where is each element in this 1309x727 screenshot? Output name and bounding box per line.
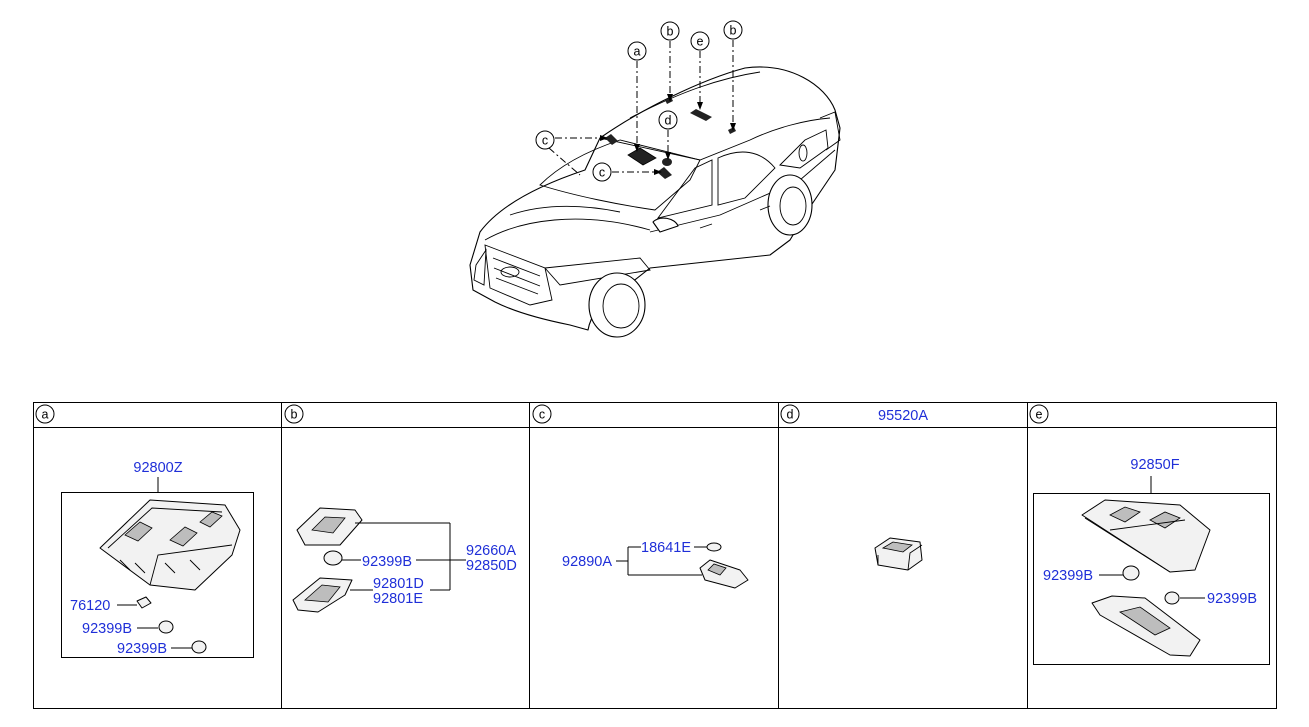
car-part-markers [605, 97, 736, 179]
panel-d-part-95520A: 95520A [878, 408, 928, 424]
panel-d-header: d 95520A [780, 404, 928, 424]
parts-table [33, 402, 1277, 709]
panel-b-content: 92399B 92660A 92850D 92801D 92801E [292, 507, 517, 613]
callout-leaders [548, 40, 734, 176]
callout-b-right: b [723, 20, 743, 40]
part-92890A: 92890A [562, 554, 612, 570]
panel-e-letter: e [1036, 408, 1043, 422]
callout-d-letter: d [665, 114, 672, 128]
part-92399B-a1: 92399B [82, 621, 132, 637]
callout-b-right-letter: b [730, 24, 737, 38]
map-lamp-drawing [699, 559, 749, 589]
part-92399B-a2: 92399B [117, 641, 167, 657]
panel-a-content: 92800Z 76120 92399B 92399B [61, 460, 254, 658]
part-92399B-e2: 92399B [1207, 591, 1257, 607]
part-76120: 76120 [70, 598, 110, 614]
part-92850F: 92850F [1130, 457, 1179, 473]
bulb-92399B-drawing-2 [191, 640, 207, 654]
callout-b-left-letter: b [667, 25, 674, 39]
panel-c-letter: c [539, 408, 545, 422]
part-92399B-b: 92399B [362, 554, 412, 570]
callout-c-bottom-letter: c [599, 166, 605, 180]
callout-c-top: c [535, 130, 555, 150]
overhead-console-drawing [99, 499, 241, 591]
panel-c-header: c [532, 404, 552, 424]
callout-c-top-letter: c [542, 134, 548, 148]
room-lamp-e-drawing [1081, 499, 1211, 573]
panel-e-header: e [1029, 404, 1049, 424]
part-92660A: 92660A [466, 543, 516, 559]
callout-e-letter: e [697, 35, 704, 49]
part-92801E: 92801E [373, 591, 423, 607]
callout-a-letter: a [634, 45, 641, 59]
callout-arrowheads [600, 94, 736, 175]
part-18641E: 18641E [641, 540, 691, 556]
bulb-92399B-e2-drawing [1164, 591, 1180, 605]
panel-e-content: 92850F 92399B 92399B [1033, 457, 1270, 665]
callout-b-left: b [660, 21, 680, 41]
panel-a-letter: a [42, 408, 49, 422]
bulb-18641E-drawing [706, 542, 722, 552]
callout-d: d [658, 110, 678, 130]
panel-b-header: b [284, 404, 304, 424]
panel-c-content: 92890A 18641E [562, 540, 749, 589]
callout-a: a [627, 41, 647, 61]
callout-e: e [690, 31, 710, 51]
part-92399B-e1: 92399B [1043, 568, 1093, 584]
bulb-92399B-e1-drawing [1122, 565, 1140, 581]
part-92850D: 92850D [466, 558, 517, 574]
part-92801D: 92801D [373, 576, 424, 592]
panel-d-letter: d [787, 408, 794, 422]
panel-a-header: a [35, 404, 55, 424]
callout-c-bottom: c [592, 162, 612, 182]
panel-b-letter: b [291, 408, 298, 422]
bulb-92399B-drawing [158, 620, 174, 634]
panel-d-content [874, 537, 923, 571]
car-illustration [469, 66, 841, 338]
part-92800Z: 92800Z [133, 460, 182, 476]
clip-76120-drawing [136, 596, 152, 609]
bulb-92399B-b-drawing [323, 550, 343, 566]
